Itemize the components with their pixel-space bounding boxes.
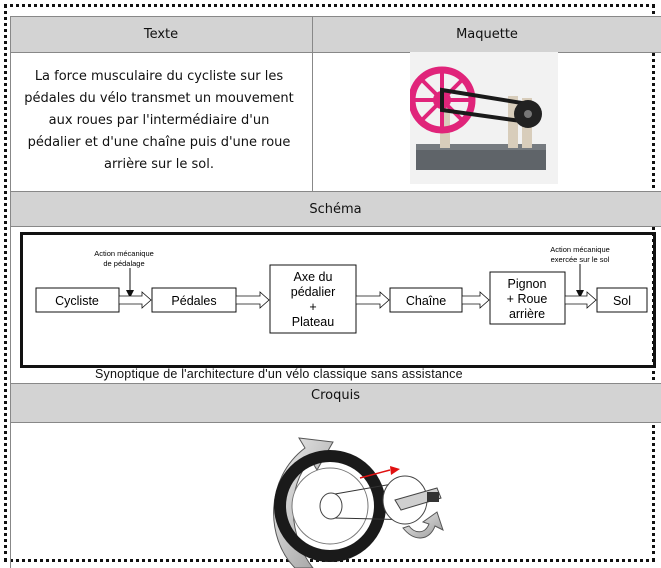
header-schema: Schéma: [10, 191, 661, 227]
schema-caption: Synoptique de l'architecture d'un vélo c…: [95, 367, 463, 381]
grid-line-left: [10, 16, 11, 568]
flow-arrow: [461, 291, 490, 309]
box-axe-line2: pédalier: [291, 285, 335, 299]
rear-hub: [524, 110, 532, 118]
box-cycliste: [35, 287, 120, 313]
flow-arrow: [118, 291, 152, 309]
box-pignon-line3: arrière: [509, 307, 545, 321]
lego-base-top: [416, 144, 546, 150]
box-chaine: [389, 287, 463, 313]
box-pedales-label: Pédales: [171, 294, 216, 308]
maquette-photo: [410, 52, 558, 184]
lego-pillar-right: [508, 96, 518, 148]
box-pedales: [151, 287, 237, 313]
box-pignon-line1: Pignon: [508, 277, 547, 291]
box-sol: [596, 287, 648, 313]
crank-pedal: [427, 492, 439, 502]
croquis-sketch: [273, 437, 444, 568]
flow-arrow: [355, 291, 390, 309]
flow-arrow: [235, 291, 270, 309]
header-croquis: Croquis: [10, 383, 661, 423]
small-rotation-arrow-icon: [402, 511, 444, 539]
texte-line: pédales du vélo transmet un mouvement: [24, 91, 294, 106]
texte-line: aux roues par l'intermédiaire d'un: [48, 113, 270, 128]
header-texte-label: Texte: [143, 26, 179, 42]
box-axe-line1: Axe du: [294, 270, 333, 284]
wheel-hub: [319, 492, 343, 520]
action1-line2: de pédalage: [103, 259, 144, 268]
red-force-line: [359, 469, 391, 479]
box-axe-pedalier: [269, 264, 357, 334]
action2-line1: Action mécanique: [550, 245, 610, 254]
box-sol-label: Sol: [613, 294, 631, 308]
box-pignon-line2: + Roue: [507, 292, 548, 306]
action1-line1: Action mécanique: [94, 249, 154, 258]
texte-line: arrière sur le sol.: [104, 157, 214, 172]
box-axe-line4: Plateau: [292, 315, 334, 329]
header-croquis-label: Croquis: [311, 388, 360, 403]
lego-base: [416, 148, 546, 170]
red-arrow-icon: [390, 466, 400, 475]
texte-line: pédalier et d'une chaîne puis d'une roue: [27, 135, 291, 150]
grid-line-middle: [312, 16, 313, 191]
grid-line-top: [10, 16, 661, 17]
header-maquette-label: Maquette: [456, 26, 518, 42]
pedal-wheel: [274, 450, 386, 562]
flow-arrow: [564, 291, 597, 309]
schema-diagram-frame: [20, 232, 656, 368]
action2-line2: exercée sur le sol: [551, 255, 610, 264]
box-chaine-label: Chaîne: [406, 294, 446, 308]
texte-line: La force musculaire du cycliste sur les: [34, 69, 284, 84]
header-texte: Texte: [10, 16, 312, 53]
header-maquette: Maquette: [313, 16, 661, 53]
header-schema-label: Schéma: [309, 201, 362, 217]
box-axe-line3: +: [309, 300, 316, 314]
box-pignon-roue: [489, 271, 566, 325]
texte-paragraph: La force musculaire du cycliste sur les …: [14, 66, 304, 176]
box-cycliste-label: Cycliste: [55, 294, 99, 308]
flow-arrows: [118, 291, 597, 309]
